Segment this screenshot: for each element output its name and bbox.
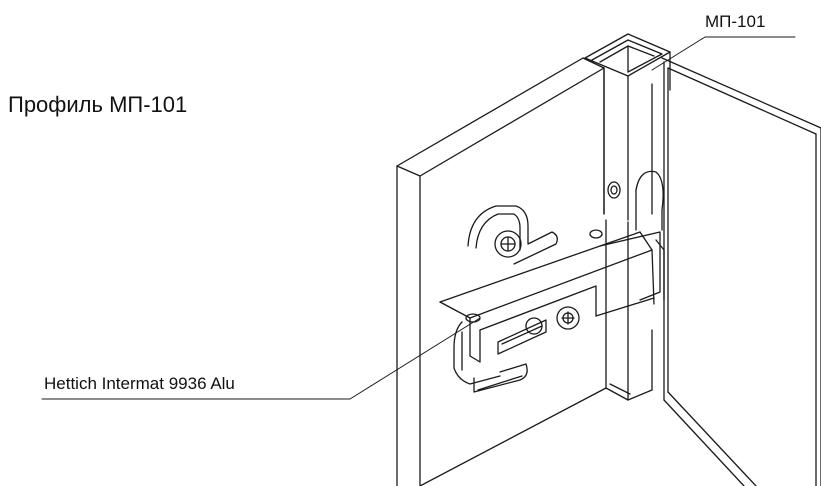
right-door-panel (661, 57, 821, 486)
profile-leader-line (651, 36, 796, 71)
mounting-plate (467, 205, 558, 265)
hinge-leader-line (41, 317, 481, 400)
hinge-arm-boss (607, 170, 664, 231)
leader-lines (41, 36, 796, 400)
cabinet-side-panel (396, 57, 607, 486)
profile-callout-label: МП-101 (705, 12, 766, 31)
page-title: Профиль МП-101 (8, 92, 188, 117)
hinge-arm (439, 229, 665, 393)
hinge-callout-label: Hettich Intermat 9936 Alu (44, 374, 235, 393)
mp-101-profile (584, 33, 671, 401)
